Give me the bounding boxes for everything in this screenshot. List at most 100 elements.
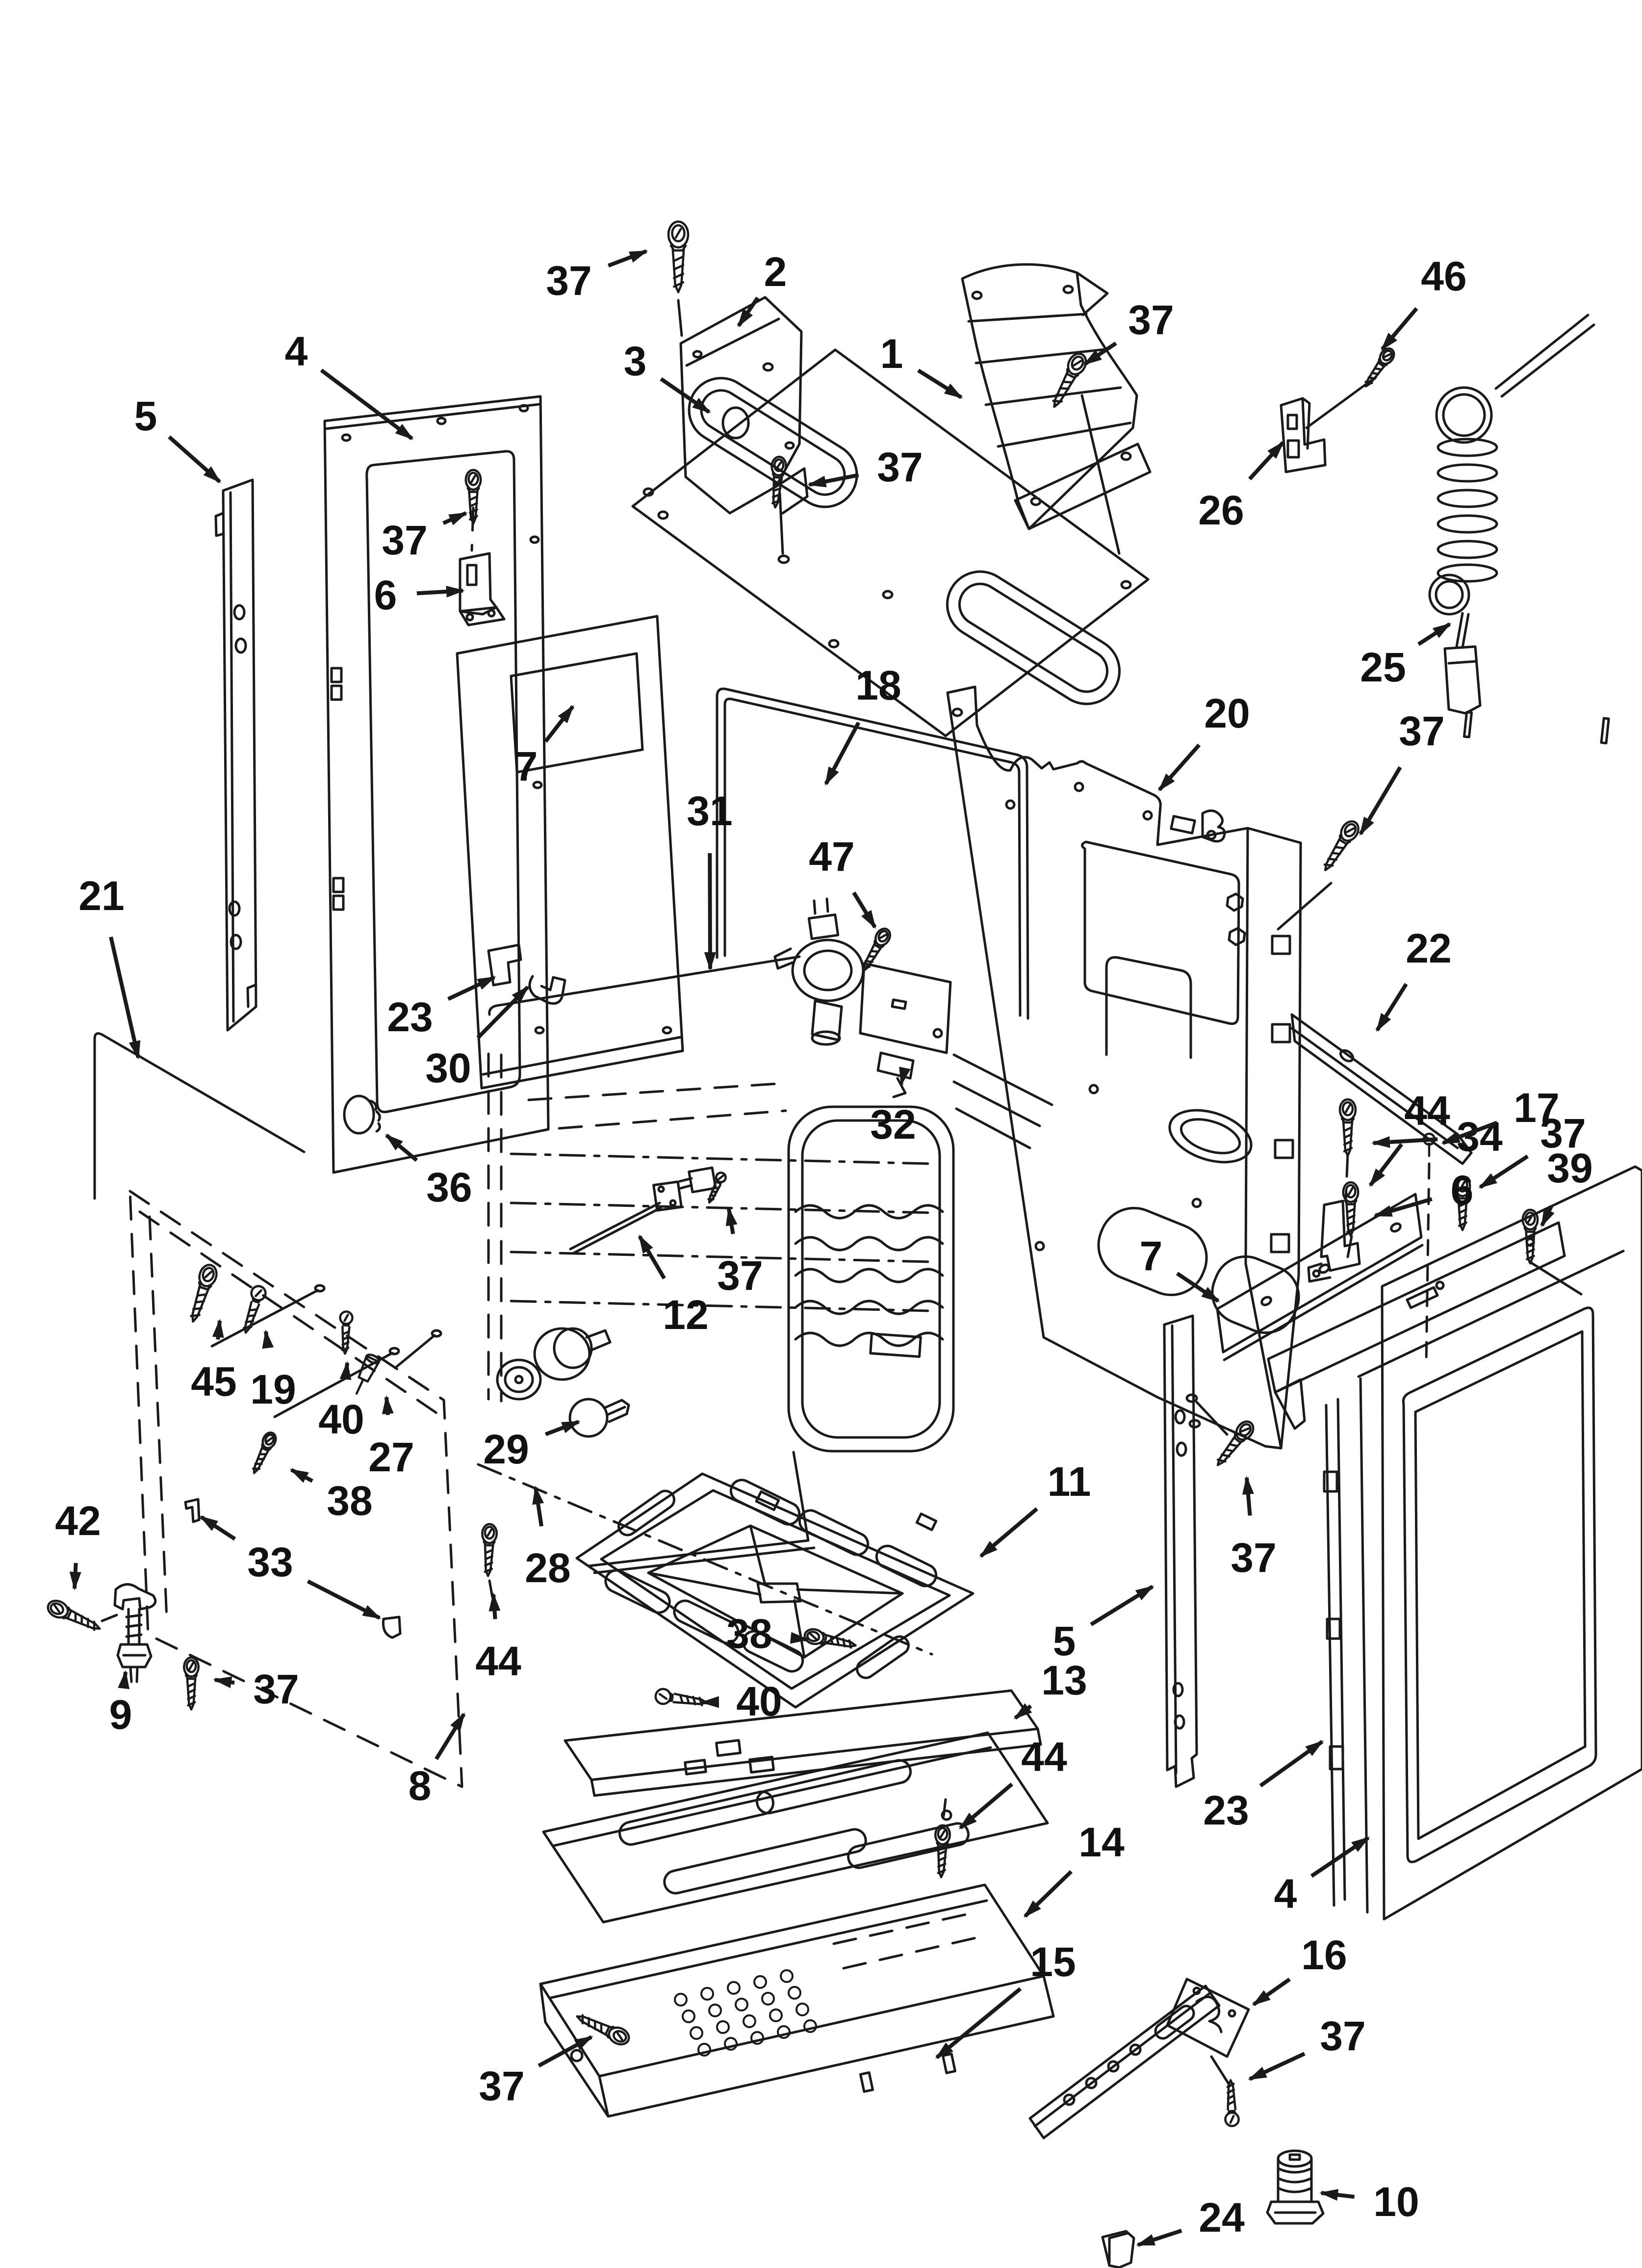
callout-label-31: 31 — [687, 788, 732, 834]
callout-label-23: 23 — [387, 994, 433, 1040]
screw-45-icon — [190, 1264, 218, 1323]
callout-40: 40 — [700, 1678, 782, 1724]
perforation-hole — [777, 2025, 791, 2039]
callout-5: 5 — [134, 393, 221, 483]
perforation-hole — [724, 2037, 738, 2051]
part-33-clips — [184, 1498, 402, 1639]
callout-23: 23 — [1203, 1740, 1324, 1833]
callout-label-27: 27 — [368, 1434, 414, 1480]
callout-8: 8 — [409, 1712, 466, 1809]
screw-37-doorside-icon — [1216, 1420, 1255, 1466]
perforation-hole — [727, 1981, 741, 1995]
callout-44: 44 — [475, 1592, 521, 1684]
callout-37: 37 — [1478, 1110, 1586, 1189]
callout-37: 37 — [382, 511, 468, 563]
callout-label-8: 8 — [409, 1763, 432, 1809]
callout-label-36: 36 — [426, 1164, 472, 1210]
callout-33: 33 — [199, 1515, 382, 1620]
screw-40-center-icon — [654, 1688, 708, 1707]
callout-label-16: 16 — [1301, 1932, 1347, 1978]
perforation-hole — [700, 1987, 714, 2001]
callout-label-13: 13 — [1041, 1657, 1087, 1703]
callout-44: 44 — [1368, 1088, 1450, 1187]
perforation-hole — [761, 1992, 775, 2006]
callout-label-24: 24 — [1199, 2194, 1245, 2241]
perforation-hole — [750, 2031, 764, 2045]
part-12-oven-sensor — [569, 1166, 717, 1254]
callout-38: 38 — [289, 1468, 373, 1524]
callout-37: 37 — [1359, 708, 1445, 836]
part-4-outer-door — [1357, 1165, 1642, 1921]
perforation-hole — [780, 1969, 794, 1983]
screw-37-bottom-icon — [576, 2014, 630, 2046]
callout-label-1: 1 — [880, 331, 903, 377]
part-knob-disc — [496, 1358, 542, 1401]
callout-24: 24 — [1136, 2194, 1245, 2247]
part-14-drawer-panel — [542, 1731, 1049, 1924]
callout-label-37: 37 — [1399, 708, 1444, 754]
callout-label-12: 12 — [663, 1292, 708, 1338]
part-knob-bell — [533, 1327, 612, 1381]
part-31-capillary — [488, 955, 801, 1016]
callout-44: 44 — [958, 1734, 1067, 1830]
callout-38: 38 — [726, 1611, 809, 1657]
part-15-bottom-pan — [539, 1883, 1055, 2118]
callout-5: 5 — [1053, 1585, 1155, 1664]
part-25-power-cord — [1428, 313, 1610, 745]
callout-label-4: 4 — [285, 328, 308, 374]
screw-44-left-icon — [481, 1523, 498, 1577]
callout-7: 7 — [515, 704, 575, 789]
bottom-pan-perforations — [674, 1969, 817, 2057]
screw-44-drawer-icon — [934, 1824, 951, 1878]
part-36-knob-cap — [343, 1095, 381, 1135]
callout-46: 46 — [1380, 253, 1467, 351]
perforation-hole — [716, 2020, 730, 2034]
callout-label-6: 6 — [374, 572, 397, 618]
callout-label-6: 6 — [1451, 1167, 1474, 1213]
callout-6: 6 — [1373, 1167, 1474, 1218]
part-28-manifold-pipe — [477, 1463, 933, 1656]
perforation-hole — [674, 1993, 688, 2007]
part-1-vent-duct — [961, 263, 1152, 555]
callout-47: 47 — [809, 834, 877, 929]
callout-12: 12 — [638, 1234, 709, 1338]
part-5-side-trim-left — [214, 478, 257, 1032]
callout-37: 37 — [1248, 2013, 1366, 2081]
callout-label-5: 5 — [134, 393, 157, 439]
callout-label-33: 33 — [247, 1539, 293, 1585]
callout-37: 37 — [479, 2035, 593, 2109]
callout-29: 29 — [483, 1420, 581, 1472]
callout-label-37: 37 — [382, 517, 427, 563]
callout-label-5: 5 — [1053, 1618, 1076, 1664]
callout-label-37: 37 — [479, 2063, 524, 2109]
screw-47-icon — [861, 927, 892, 972]
callout-label-37: 37 — [1128, 297, 1174, 343]
callout-label-14: 14 — [1078, 1819, 1125, 1865]
oven-cavity — [487, 1052, 955, 1574]
part-3-main-top-panel — [631, 348, 1150, 737]
callout-label-15: 15 — [1030, 1939, 1076, 1985]
part-24-clip — [1101, 2230, 1135, 2268]
callout-label-46: 46 — [1421, 253, 1466, 299]
callout-label-22: 22 — [1406, 925, 1451, 971]
callout-27: 27 — [368, 1395, 414, 1480]
callout-label-23: 23 — [1203, 1787, 1249, 1833]
perforation-hole — [788, 1986, 801, 2000]
callout-4: 4 — [285, 328, 414, 441]
callout-45: 45 — [191, 1319, 237, 1405]
part-26-cord-bracket — [1280, 375, 1378, 473]
screw-37-glide-icon — [1224, 2079, 1240, 2127]
callout-15: 15 — [935, 1939, 1076, 2059]
callout-37: 37 — [1083, 297, 1174, 366]
callout-19: 19 — [250, 1330, 296, 1412]
callout-label-37: 37 — [546, 258, 591, 304]
callout-37: 37 — [717, 1207, 763, 1299]
screw-34-icon — [1338, 1098, 1357, 1157]
part-30-clamp — [528, 975, 566, 1005]
callout-label-17: 17 — [1514, 1085, 1559, 1131]
callout-label-9: 9 — [109, 1692, 132, 1738]
callout-label-39: 39 — [1547, 1145, 1592, 1191]
